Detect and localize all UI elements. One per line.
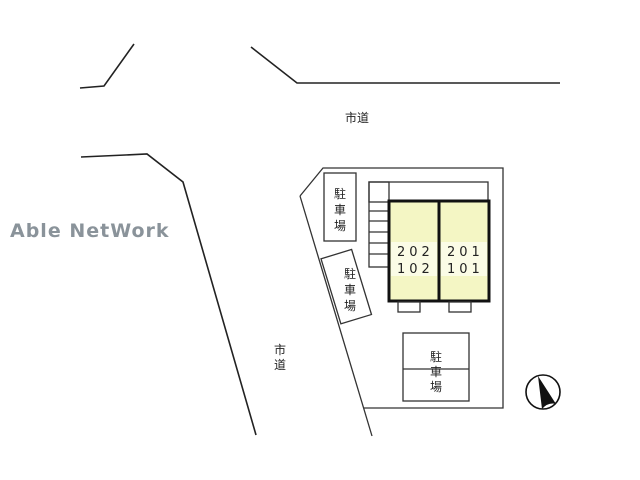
- stair-treads: [369, 210, 389, 255]
- parking-label-2b: 車: [344, 283, 356, 297]
- parking-south: [402, 332, 470, 402]
- unit-lower-label-right: 101: [447, 262, 484, 277]
- parking-west-lower: [320, 248, 373, 325]
- road-label-west-2: 道: [274, 358, 286, 372]
- parking-west-upper: [323, 172, 357, 242]
- road-edge-west: [80, 153, 257, 436]
- parking-label-2a: 駐: [344, 266, 356, 281]
- parking-label-3c: 場: [430, 380, 442, 394]
- road-label-north: 市道: [345, 110, 369, 125]
- parking-label-1b: 車: [334, 203, 346, 217]
- parking-label-1a: 駐: [334, 186, 346, 201]
- entry-step-right: [448, 301, 472, 313]
- unit-lower-label-left: 102: [397, 262, 434, 277]
- road-edge-east: [299, 195, 373, 437]
- unit-upper-label-left: 202: [397, 245, 434, 260]
- parking-label-1c: 場: [334, 219, 346, 233]
- north-arrow-icon: [525, 374, 561, 410]
- road-edge-northwest: [79, 43, 135, 89]
- parking-label-3a: 駐: [430, 349, 442, 364]
- lot-boundary: [299, 167, 504, 409]
- label-band-left: [391, 242, 437, 276]
- road-edge-northeast: [250, 46, 560, 84]
- parking-label-3b: 車: [430, 365, 442, 379]
- label-band-right: [441, 242, 487, 276]
- parking-label-2c: 場: [344, 299, 356, 313]
- road-label-west-1: 市: [274, 342, 286, 357]
- watermark-text: Able NetWork: [10, 220, 170, 242]
- entry-step-left: [397, 301, 421, 313]
- unit-upper-label-right: 201: [447, 245, 484, 260]
- corridor-outline: [368, 181, 489, 203]
